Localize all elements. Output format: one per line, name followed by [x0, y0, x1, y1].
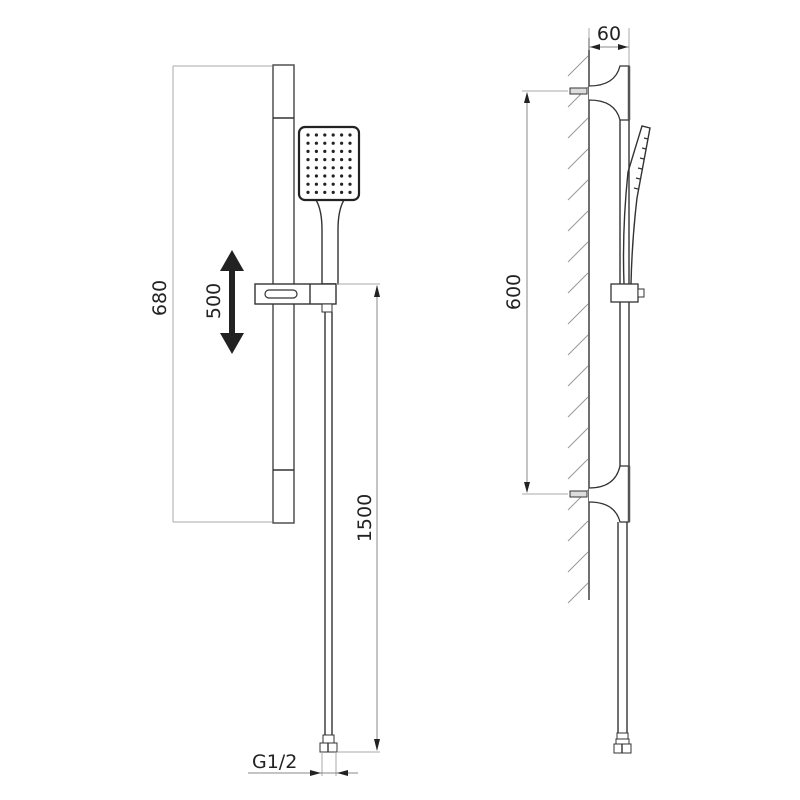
bracket-spacing-label: 600 [503, 274, 525, 310]
slide-travel-arrow: 500 [203, 250, 244, 354]
side-view: 60 600 [503, 23, 651, 754]
top-wall-bracket [569, 65, 631, 121]
thread-dimension: G1/2 [248, 751, 358, 776]
hose-length-label: 1500 [354, 494, 376, 542]
front-view: 680 500 [149, 64, 380, 776]
hand-shower-side [622, 125, 651, 285]
nozzle-grid [306, 133, 352, 194]
slider-holder [254, 283, 337, 313]
bracket-spacing-dimension: 600 [503, 90, 568, 495]
bottom-wall-bracket [569, 465, 631, 523]
wall-projection-dimension: 60 [588, 23, 630, 66]
hose-length-dimension: 1500 [336, 283, 380, 753]
flexible-hose-side [613, 522, 632, 754]
rail-height-label: 680 [149, 280, 171, 316]
slider-holder-side [610, 283, 645, 303]
wall [567, 38, 590, 604]
wall-hatching [567, 55, 589, 604]
wall-projection-label: 60 [597, 23, 621, 45]
rail-height-dimension: 680 [149, 65, 272, 523]
thread-label: G1/2 [252, 751, 297, 773]
slide-travel-label: 500 [203, 283, 225, 319]
flexible-hose [319, 312, 338, 753]
hand-shower [297, 125, 361, 285]
